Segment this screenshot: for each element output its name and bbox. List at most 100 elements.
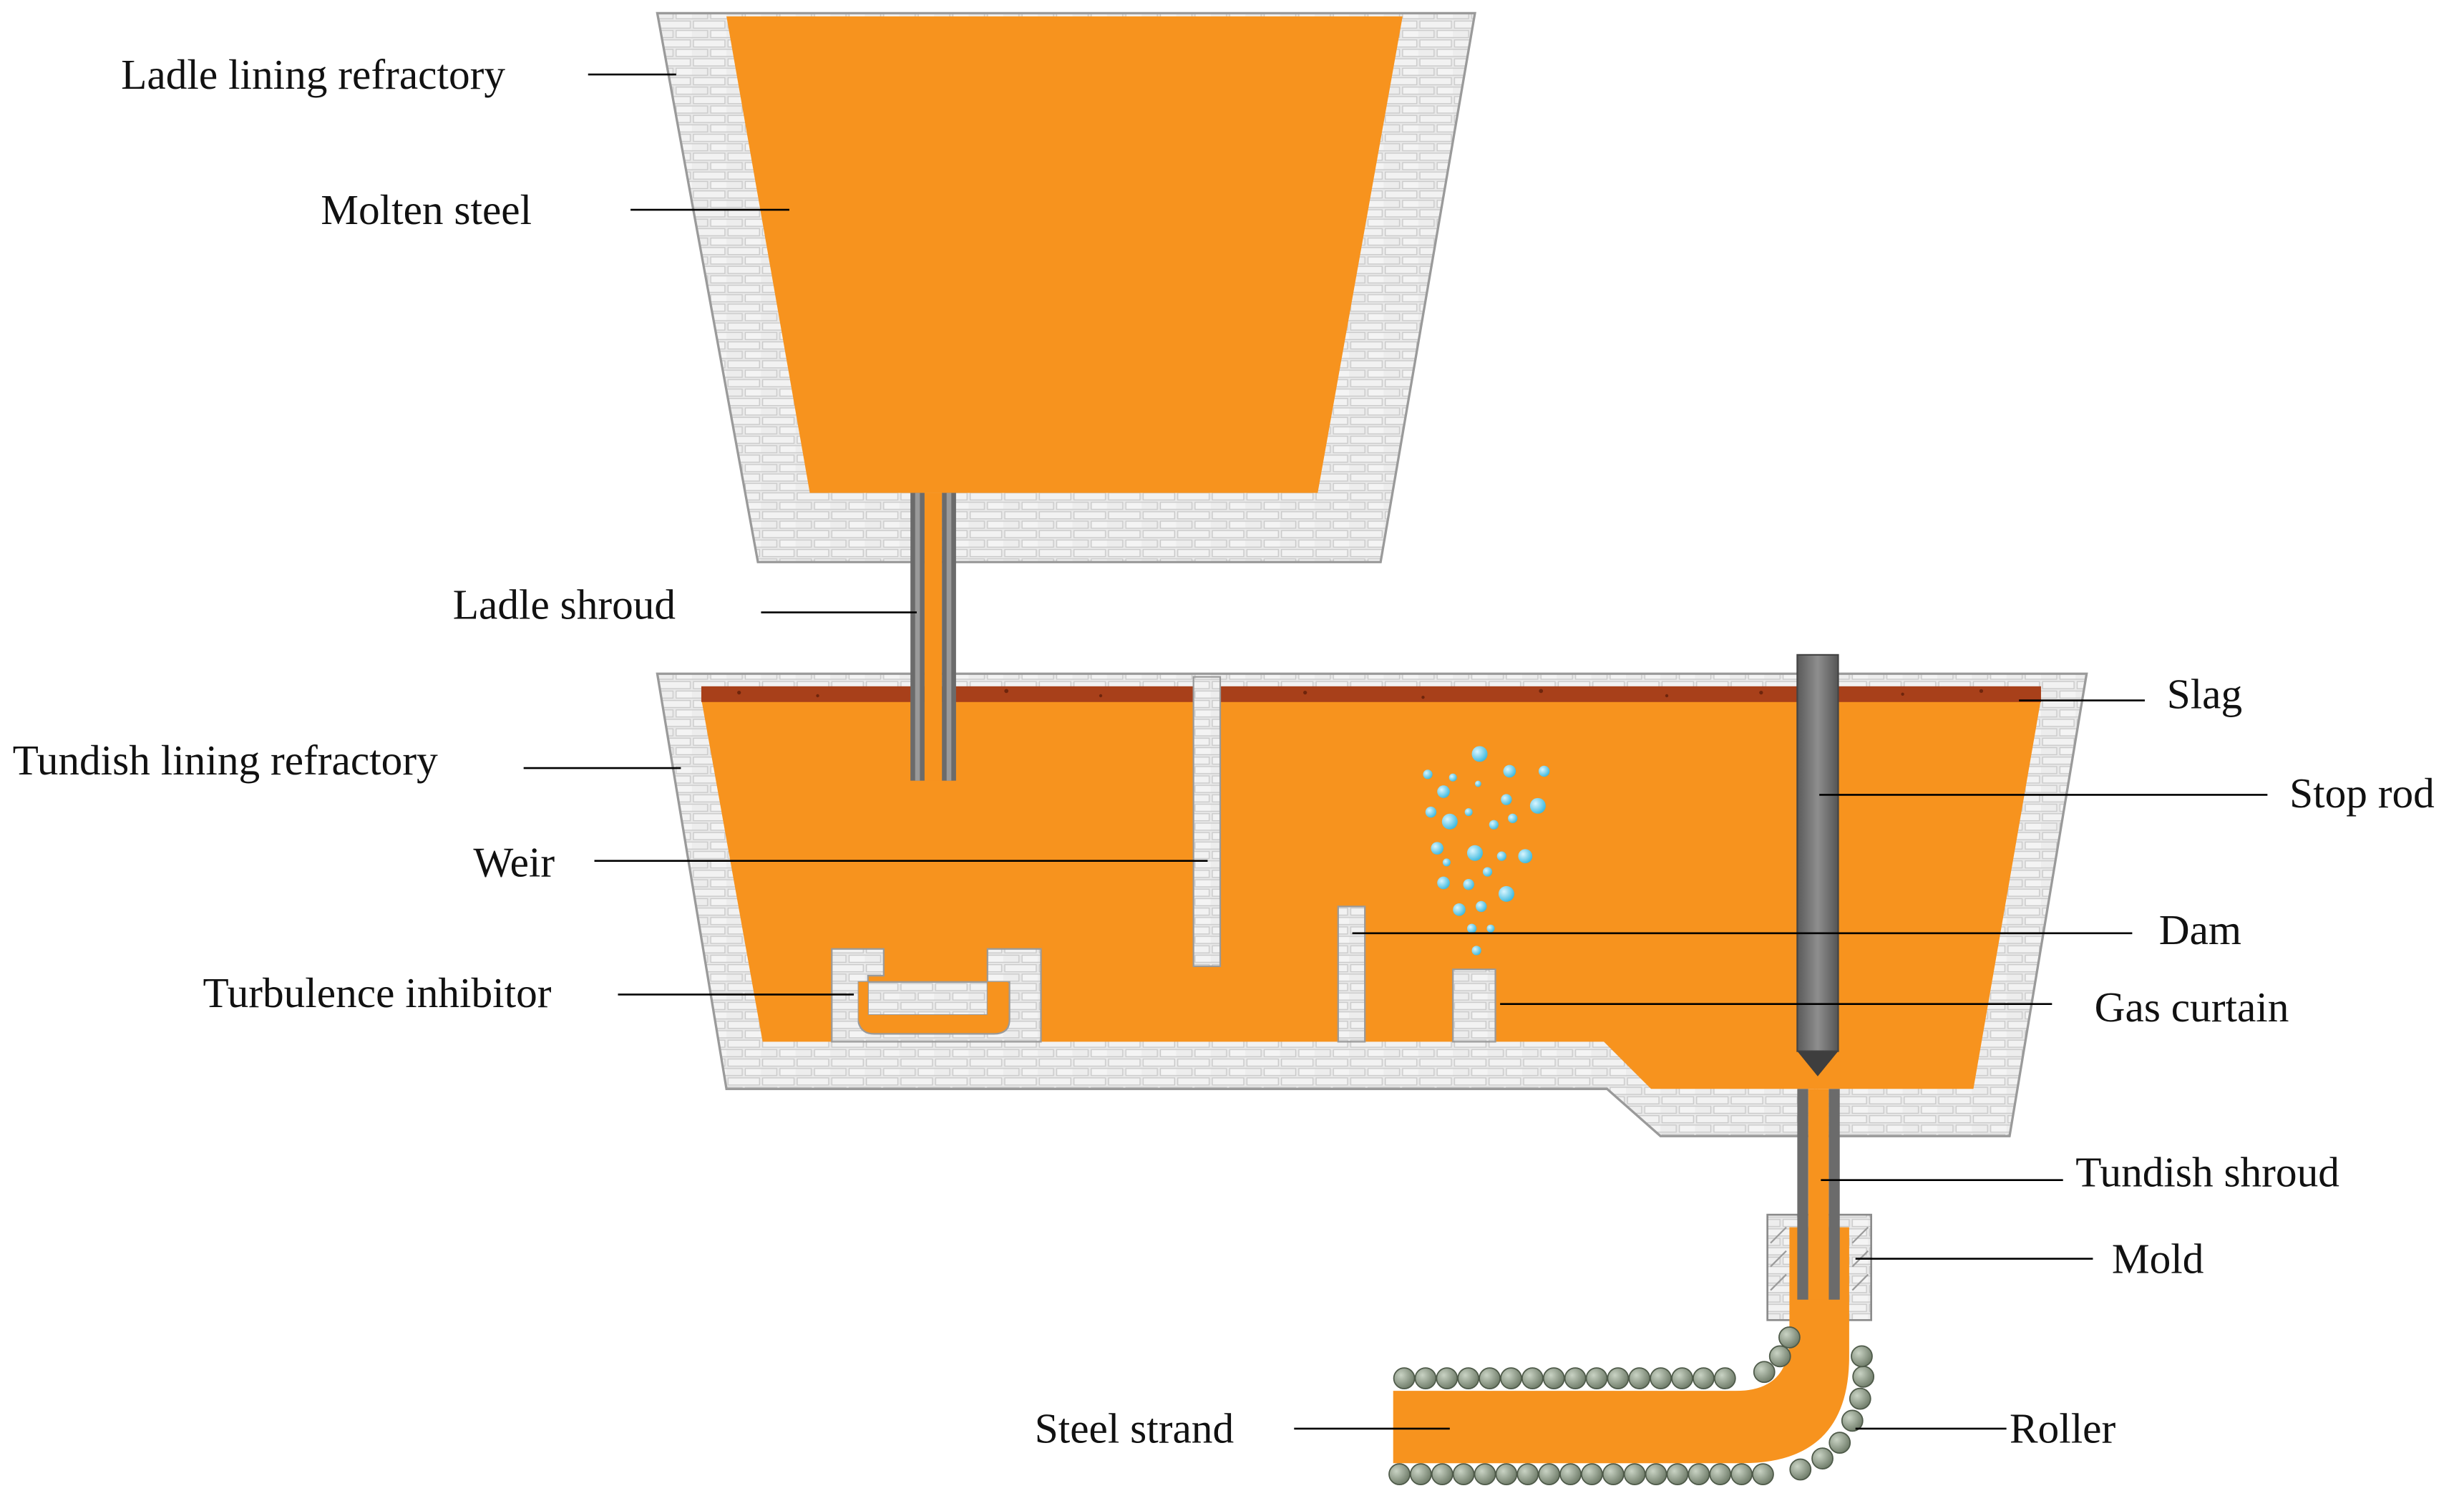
roller-icon [1500, 1367, 1522, 1389]
bubble-icon [1437, 785, 1450, 798]
roller-icon [1538, 1463, 1561, 1485]
roller-icon [1602, 1463, 1625, 1485]
roller-icon [1709, 1463, 1732, 1485]
roller-icon [1436, 1367, 1459, 1389]
roller-icon [1495, 1463, 1518, 1485]
roller-icon [1479, 1367, 1501, 1389]
roller-icon [1666, 1463, 1689, 1485]
roller-icon [1849, 1387, 1871, 1410]
ladle-shroud [910, 492, 956, 781]
roller-icon [1645, 1463, 1667, 1485]
roller-icon [1457, 1367, 1480, 1389]
roller-icon [1778, 1326, 1801, 1349]
labels: Ladle lining refractory Molten steel Lad… [13, 51, 2435, 1452]
label-mold: Mold [2112, 1235, 2204, 1282]
roller-icon [1713, 1367, 1736, 1389]
rollers [1388, 1326, 1875, 1485]
roller-icon [1623, 1463, 1646, 1485]
roller-icon [1730, 1463, 1753, 1485]
roller-icon [1650, 1367, 1672, 1389]
bubble-icon [1442, 858, 1451, 867]
roller-icon [1628, 1367, 1651, 1389]
roller-icon [1474, 1463, 1496, 1485]
leader-lines [523, 73, 2268, 1430]
roller-icon [1581, 1463, 1603, 1485]
dam [1337, 905, 1366, 1043]
label-tundish-lining-refractory: Tundish lining refractory [13, 737, 439, 784]
stop-rod [1796, 654, 1839, 1077]
roller-icon [1768, 1345, 1791, 1368]
label-stop-rod: Stop rod [2289, 769, 2435, 817]
bubble-icon [1518, 849, 1533, 864]
slag-texture [737, 689, 1984, 699]
roller-icon [1585, 1367, 1608, 1389]
gas-curtain-base [1452, 968, 1496, 1043]
roller-icon [1607, 1367, 1630, 1389]
gas-curtain-bubbles [1423, 746, 1550, 956]
turbulence-inhibitor-cavity [858, 981, 1008, 1033]
bubble-icon [1448, 773, 1457, 782]
weir [1192, 676, 1222, 968]
bubble-icon [1508, 813, 1518, 823]
roller-icon [1671, 1367, 1693, 1389]
label-molten-steel: Molten steel [321, 186, 532, 233]
tundish-shroud [1797, 1089, 1840, 1300]
bubble-icon [1489, 820, 1499, 830]
bubble-icon [1431, 842, 1444, 855]
bubble-icon [1425, 806, 1437, 818]
label-turbulence-inhibitor: Turbulence inhibitor [203, 969, 551, 1016]
label-ladle-lining-refractory: Ladle lining refractory [121, 51, 505, 98]
roller-icon [1393, 1367, 1416, 1389]
roller-icon [1841, 1409, 1864, 1432]
bubble-icon [1486, 924, 1495, 933]
bubble-icon [1453, 903, 1466, 916]
bubble-icon [1496, 851, 1506, 861]
roller-icon [1851, 1345, 1873, 1368]
bubble-icon [1441, 813, 1458, 830]
roller-icon [1564, 1367, 1587, 1389]
steel-strand [1393, 1227, 1849, 1464]
label-dam: Dam [2159, 906, 2241, 953]
roller-icon [1789, 1458, 1812, 1481]
label-slag: Slag [2167, 671, 2242, 718]
bubble-icon [1464, 808, 1473, 817]
roller-icon [1752, 1463, 1774, 1485]
roller-icon [1452, 1463, 1475, 1485]
bubble-icon [1466, 845, 1483, 861]
roller-icon [1753, 1361, 1776, 1384]
slag-layer [701, 686, 2041, 702]
label-gas-curtain: Gas curtain [2095, 983, 2289, 1031]
ladle [656, 11, 1476, 563]
bubble-icon [1503, 764, 1516, 778]
bubble-icon [1482, 867, 1493, 877]
label-ladle-shroud: Ladle shroud [453, 580, 676, 628]
roller-icon [1414, 1367, 1437, 1389]
roller-icon [1811, 1447, 1834, 1470]
bubble-icon [1423, 769, 1433, 779]
roller-icon [1521, 1367, 1544, 1389]
roller-icon [1693, 1367, 1715, 1389]
label-weir: Weir [473, 839, 555, 886]
roller-icon [1388, 1463, 1411, 1485]
roller-icon [1828, 1432, 1851, 1454]
bubble-icon [1471, 946, 1481, 956]
bubble-icon [1474, 780, 1481, 787]
bubble-icon [1463, 878, 1474, 890]
roller-icon [1688, 1463, 1710, 1485]
roller-icon [1431, 1463, 1453, 1485]
label-steel-strand: Steel strand [1035, 1405, 1234, 1452]
label-tundish-shroud: Tundish shroud [2075, 1149, 2339, 1196]
ladle-molten-steel [726, 16, 1403, 493]
bubble-icon [1437, 876, 1450, 890]
bubble-icon [1466, 923, 1477, 933]
label-roller: Roller [2010, 1405, 2116, 1452]
bubble-icon [1529, 797, 1546, 814]
bubble-icon [1476, 900, 1487, 913]
roller-icon [1410, 1463, 1432, 1485]
roller-icon [1516, 1463, 1539, 1485]
bubble-icon [1501, 794, 1512, 805]
roller-icon [1559, 1463, 1582, 1485]
tundish [656, 672, 2088, 1137]
roller-icon [1542, 1367, 1565, 1389]
roller-icon [1852, 1366, 1875, 1388]
